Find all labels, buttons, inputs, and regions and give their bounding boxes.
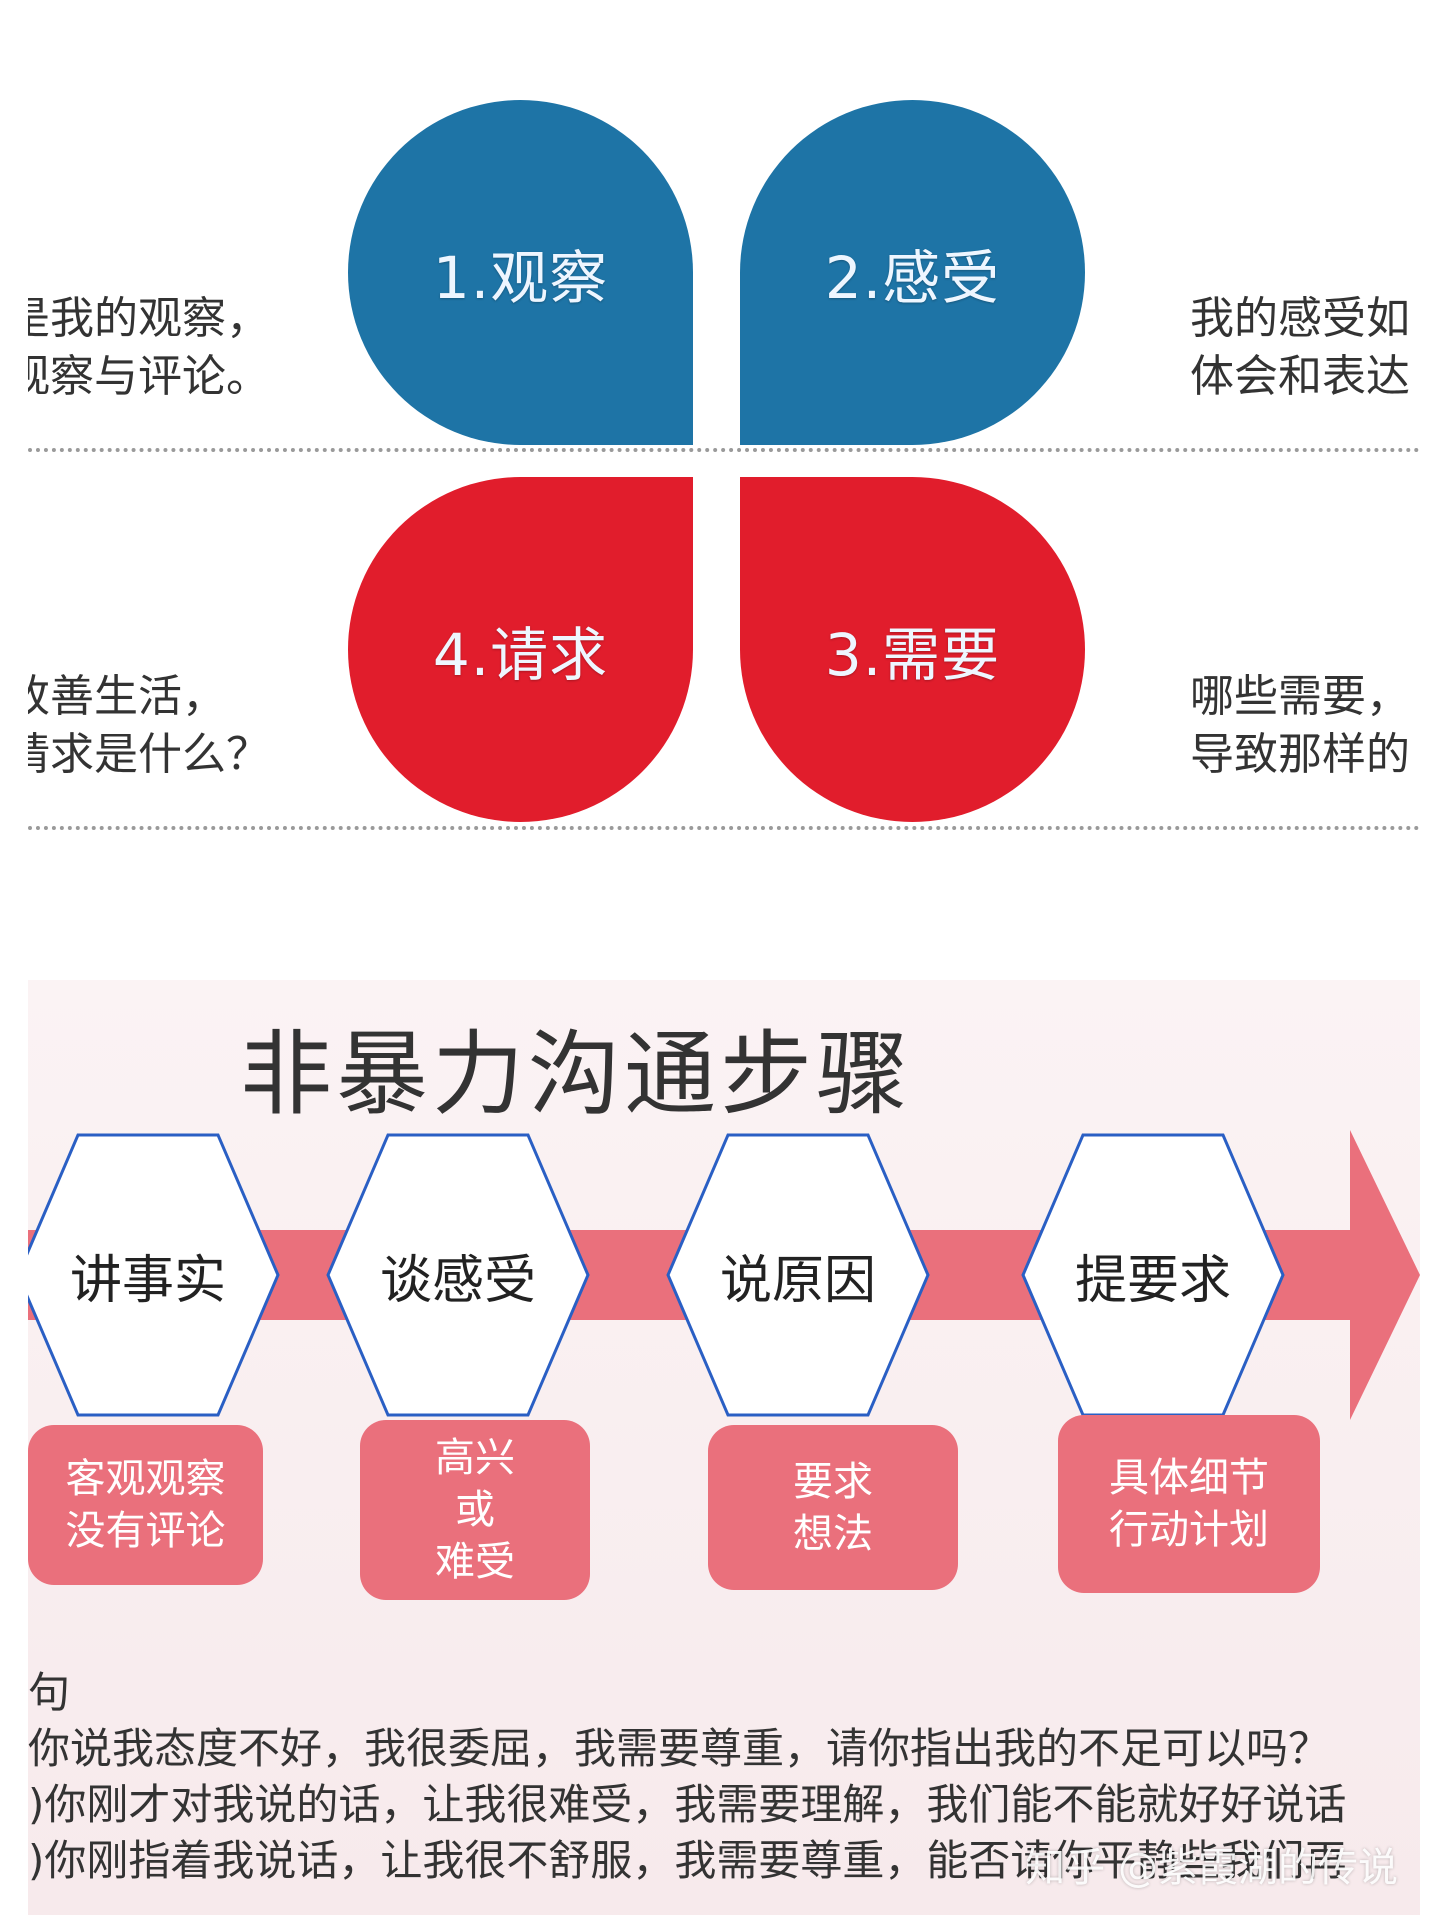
left-lower-line-1: 改善生活， <box>28 671 226 722</box>
left-lower-text: 改善生活， 请求是什么？ <box>28 668 318 784</box>
petal-observe-label: 1.观察 <box>432 243 609 312</box>
petal-feel: 2.感受 <box>740 100 1085 445</box>
right-upper-line-2: 体会和表达 <box>1190 351 1410 402</box>
right-lower-line-2: 导致那样的 <box>1190 729 1410 780</box>
example-sentences: 句 你说我态度不好，我很委屈，我需要尊重，请你指出我的不足可以吗？ )你刚才对我… <box>28 1665 1420 1889</box>
step-label-facts: 讲事实 <box>69 1251 226 1311</box>
left-lower-line-2: 请求是什么？ <box>28 729 270 780</box>
petal-need: 3.需要 <box>740 477 1085 822</box>
arrow-head <box>1350 1130 1420 1420</box>
left-upper-line-1: 是我的观察， <box>28 293 270 344</box>
desc-box-facts: 客观观察 没有评论 <box>28 1425 263 1585</box>
hex-step-3 <box>666 1133 930 1417</box>
right-upper-line-1: 我的感受如 <box>1190 293 1410 344</box>
examples-heading: 句 <box>28 1668 71 1717</box>
right-upper-text: 我的感受如 体会和表达 <box>1190 290 1420 406</box>
step-label-requests: 提要求 <box>1074 1251 1231 1311</box>
process-arrow <box>28 1130 1420 1420</box>
desc-box-reasons: 要求 想法 <box>708 1425 958 1590</box>
step-label-reasons: 说原因 <box>719 1251 876 1311</box>
petal-request: 4.请求 <box>348 477 693 822</box>
example-line-2: )你刚才对我说的话，让我很难受，我需要理解，我们能不能就好好说话 <box>28 1780 1347 1829</box>
petal-observe: 1.观察 <box>348 100 693 445</box>
divider-upper <box>28 448 1420 452</box>
petal-need-label: 3.需要 <box>824 620 1001 689</box>
desc-box-feelings: 高兴 或 难受 <box>360 1420 590 1600</box>
nvc-steps-slide: 非暴力沟通步骤 讲事实 谈感受 说原因 提要求 客观观察 没有评论 高兴 或 难… <box>28 980 1420 1915</box>
petal-request-label: 4.请求 <box>432 620 609 689</box>
example-line-3: )你刚指着我说话，让我很不舒服，我需要尊重，能否请你平静些我们再 <box>28 1836 1347 1885</box>
divider-lower <box>28 826 1420 830</box>
left-upper-line-2: 观察与评论。 <box>28 351 270 402</box>
watermark: 知乎 @紫霞湖的传说 <box>1025 1845 1398 1891</box>
desc-box-requests: 具体细节 行动计划 <box>1058 1415 1320 1593</box>
example-line-1: 你说我态度不好，我很委屈，我需要尊重，请你指出我的不足可以吗？ <box>28 1724 1331 1773</box>
four-step-diagram: 1.观察 2.感受 4.请求 3.需要 是我的观察， 观察与评论。 我的感受如 … <box>0 0 1440 900</box>
right-lower-line-1: 哪些需要， <box>1190 671 1410 722</box>
hex-step-2 <box>326 1133 590 1417</box>
step-label-feelings: 谈感受 <box>379 1251 536 1311</box>
petal-feel-label: 2.感受 <box>824 243 1001 312</box>
left-upper-text: 是我的观察， 观察与评论。 <box>28 290 318 406</box>
right-lower-text: 哪些需要， 导致那样的 <box>1190 668 1420 784</box>
hex-step-1 <box>28 1133 280 1417</box>
slide-title: 非暴力沟通步骤 <box>240 1021 913 1128</box>
